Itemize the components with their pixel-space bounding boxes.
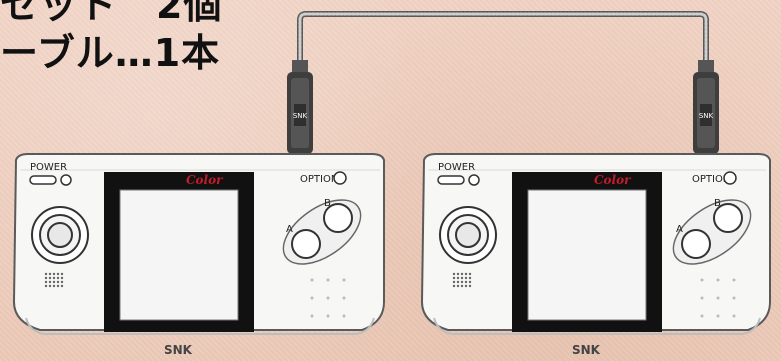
right-connector-label: SNK [699, 112, 714, 120]
button-a-label: A [286, 224, 293, 235]
decorative-dots [310, 278, 346, 318]
button-b-label: B [324, 198, 331, 209]
screen [527, 189, 647, 321]
right-connector-collar [698, 60, 714, 72]
screen [119, 189, 239, 321]
button-a[interactable] [681, 229, 711, 259]
power-label: POWER [30, 162, 67, 173]
speaker-grille [452, 272, 472, 288]
button-b[interactable] [323, 203, 353, 233]
button-a-label: A [676, 224, 683, 235]
brand-label: SNK [164, 343, 193, 357]
brand-label: SNK [572, 343, 601, 357]
decorative-dots [700, 278, 736, 318]
joystick-cap[interactable] [47, 222, 73, 248]
power-led [468, 174, 480, 186]
link-cable: SNK SNK [287, 11, 719, 154]
power-switch[interactable] [29, 175, 57, 185]
power-led [60, 174, 72, 186]
button-b[interactable] [713, 203, 743, 233]
caption-line-1: セット 2個 [0, 0, 223, 27]
joystick-cap[interactable] [455, 222, 481, 248]
left-connector-collar [292, 60, 308, 72]
option-label: OPTION [692, 174, 730, 185]
button-a[interactable] [291, 229, 321, 259]
power-label: POWER [438, 162, 475, 173]
console-right: POWER Color OPTION A B [420, 153, 771, 357]
option-button[interactable] [723, 171, 737, 185]
option-button[interactable] [333, 171, 347, 185]
screen-logo: Color [186, 173, 224, 187]
power-switch[interactable] [437, 175, 465, 185]
button-b-label: B [714, 198, 721, 209]
screen-logo: Color [594, 173, 632, 187]
console-left: POWER Color OPTION A B [12, 153, 385, 357]
option-label: OPTION [300, 174, 338, 185]
speaker-grille [44, 272, 64, 288]
caption-line-2: ーブル…1本 [0, 31, 221, 75]
left-connector-label: SNK [293, 112, 308, 120]
